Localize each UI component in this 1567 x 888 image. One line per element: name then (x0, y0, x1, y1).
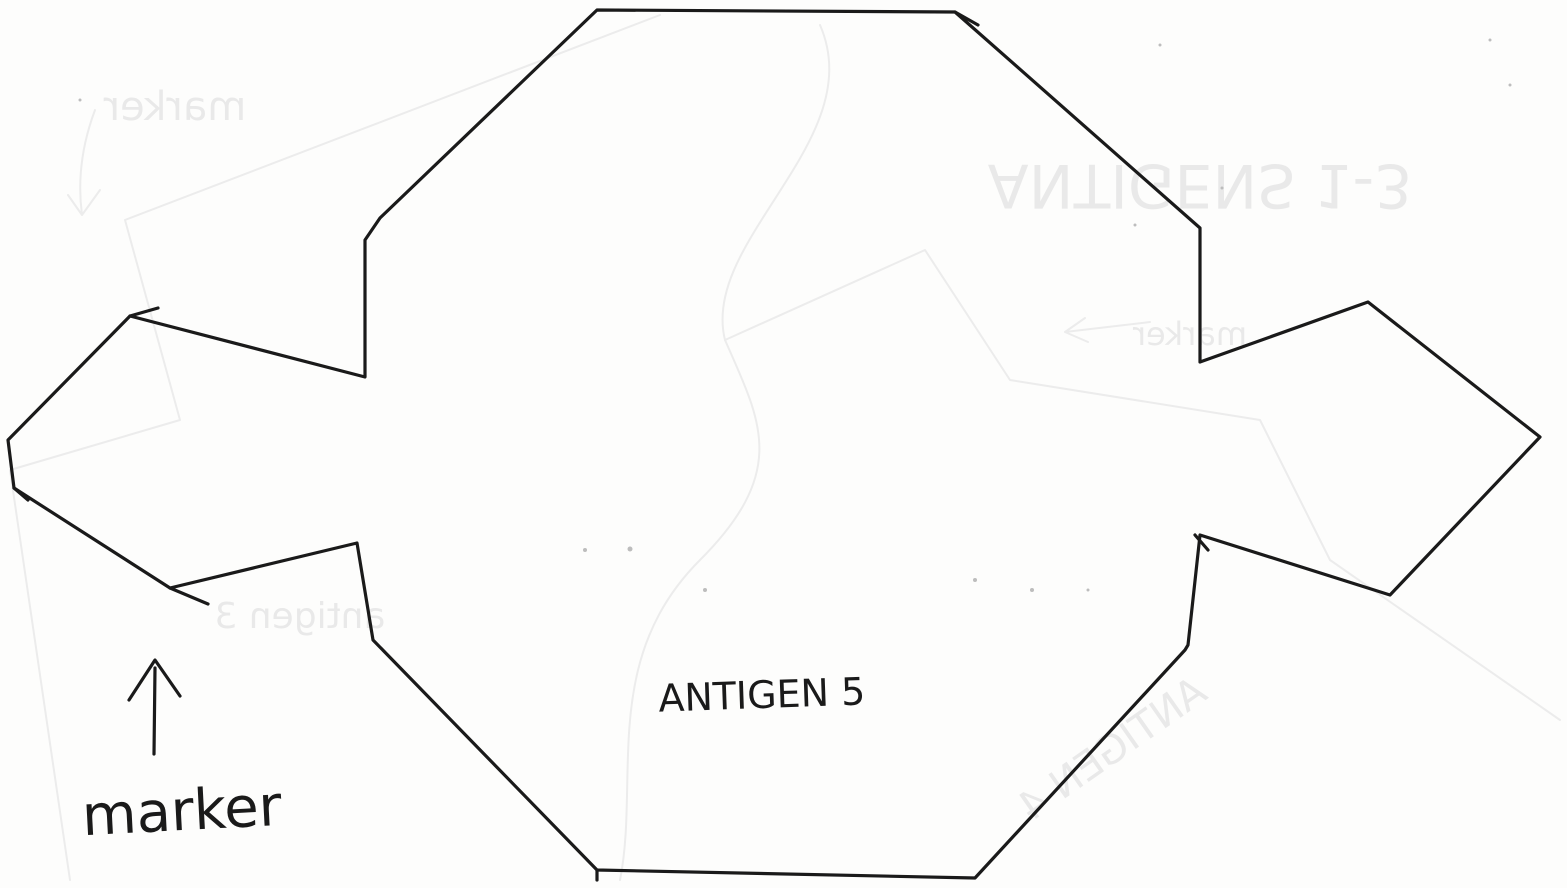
pen-flicks (14, 12, 1208, 880)
ghost-label-antigens-1-3: ANTIGENS 1-3 (988, 150, 1413, 220)
antigen-5-label: ANTIGEN 5 (658, 669, 866, 720)
ghost-curve-center (620, 25, 829, 880)
marker-label: marker (80, 774, 284, 849)
bleed-through-layer: ANTIGENS 1-3 marker marker antigen 3 ANT… (10, 15, 1560, 880)
ghost-label-antigen-3: antigen 3 (214, 596, 385, 637)
marker-arrow-shaft (154, 668, 155, 754)
scan-specks (79, 39, 1512, 593)
antigen-5-outline (8, 10, 1540, 878)
ghost-outline-left (10, 15, 660, 880)
marker-arrow (129, 660, 180, 754)
flick-upper-left (130, 308, 158, 316)
flick-lower-left (170, 588, 208, 604)
ghost-label-marker-right: marker (1132, 315, 1247, 353)
ghost-arrow-top (68, 110, 100, 215)
ghost-label-marker-top: marker (103, 84, 246, 130)
